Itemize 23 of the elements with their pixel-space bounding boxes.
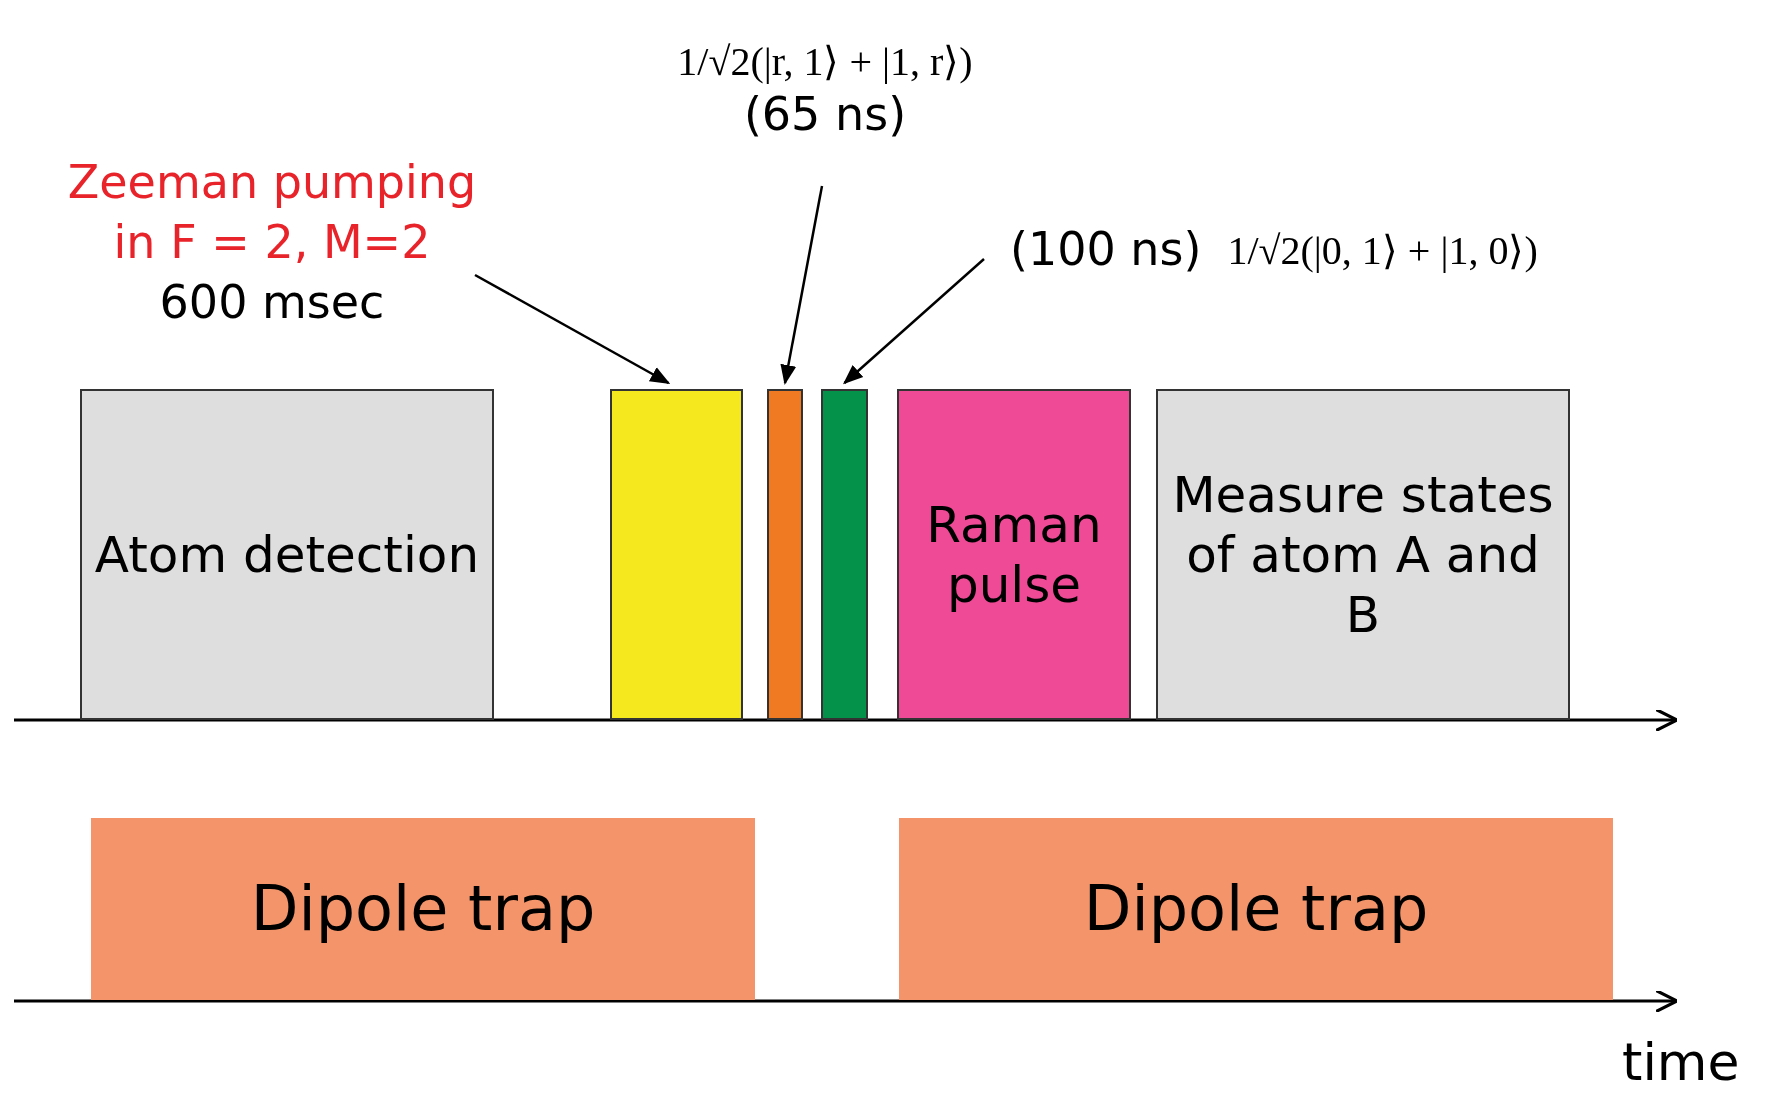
process-box xyxy=(80,389,494,720)
state-formula: 1/√2(|r, 1⟩ + |1, r⟩) xyxy=(677,37,973,85)
arrow xyxy=(474,273,671,385)
duration-text: 600 msec xyxy=(159,273,385,331)
pulse-bar xyxy=(610,389,743,720)
annotation-text: Zeeman pumping in F = 2, M=2 xyxy=(66,154,478,272)
duration-text: (100 ns) xyxy=(1010,221,1202,279)
box-label: Atom detection xyxy=(94,524,480,585)
state-formula: 1/√2(|0, 1⟩ + |1, 0⟩) xyxy=(1227,226,1538,274)
pulse-bar xyxy=(821,389,868,720)
axis-label: time xyxy=(1622,1036,1740,1088)
box-label: Raman pulse xyxy=(925,494,1103,615)
box-label: Dipole trap xyxy=(1083,871,1429,947)
pulse-box xyxy=(897,389,1131,720)
process-box xyxy=(1156,389,1570,720)
trap-bar xyxy=(899,818,1613,1000)
arrow xyxy=(780,185,824,385)
box-label: Dipole trap xyxy=(250,871,596,947)
box-label: Measure states of atom A and B xyxy=(1171,464,1555,645)
pulse-bar xyxy=(767,389,803,720)
duration-text: (65 ns) xyxy=(743,85,907,143)
trap-bar xyxy=(91,818,755,1000)
arrow xyxy=(843,258,985,385)
